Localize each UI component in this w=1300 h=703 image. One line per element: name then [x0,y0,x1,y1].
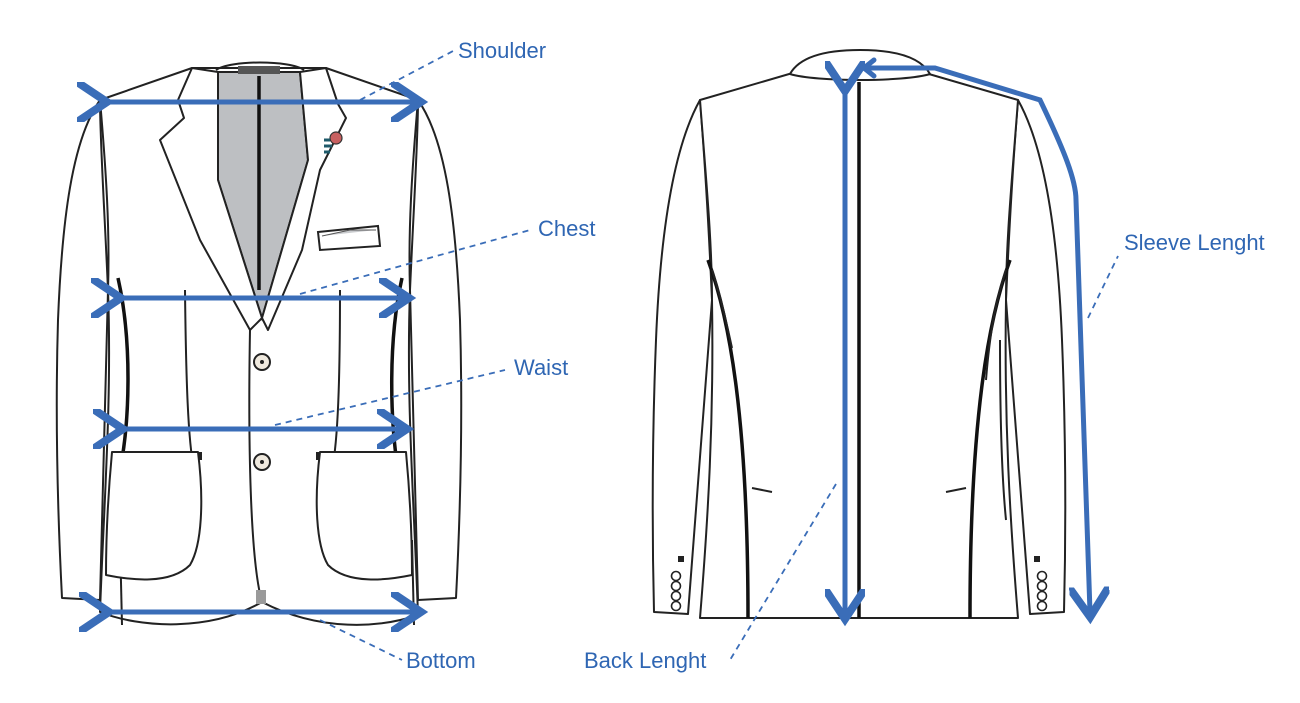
chest-leader [299,229,531,295]
chest-label: Chest [538,216,595,241]
back-right-cuff-buttons [1034,556,1048,612]
front-button-bottom [253,453,271,471]
back-right-sleeve [1005,99,1067,615]
bottom-leader [319,619,403,661]
back-length-leader [729,483,837,661]
front-left-sleeve [55,99,109,601]
front-button-top [253,353,271,371]
sleeve-length-leader [1087,255,1119,319]
bottom-label: Bottom [406,648,476,673]
collar-label [238,66,280,74]
back-left-sleeve [651,99,713,615]
sleeve-length-label: Sleeve Lenght [1124,230,1265,255]
front-right-pocket [315,451,413,581]
sleeve-length-arrowhead [861,57,877,79]
jacket-back-icon [651,49,1067,619]
pocket-square [316,224,382,252]
front-right-sleeve [409,99,463,601]
back-left-cuff-buttons [670,556,684,612]
waist-label: Waist [514,355,568,380]
front-left-pocket [105,451,203,581]
jacket-front-icon [55,61,463,626]
shoulder-label: Shoulder [458,38,546,63]
shoulder-leader [359,49,456,101]
lapel-pin-icon [329,131,343,145]
lapel-pin-detail [324,138,332,154]
back-collar [789,49,931,81]
sleeve-length-measure-line [863,65,1090,612]
back-length-label: Back Lenght [584,648,706,673]
